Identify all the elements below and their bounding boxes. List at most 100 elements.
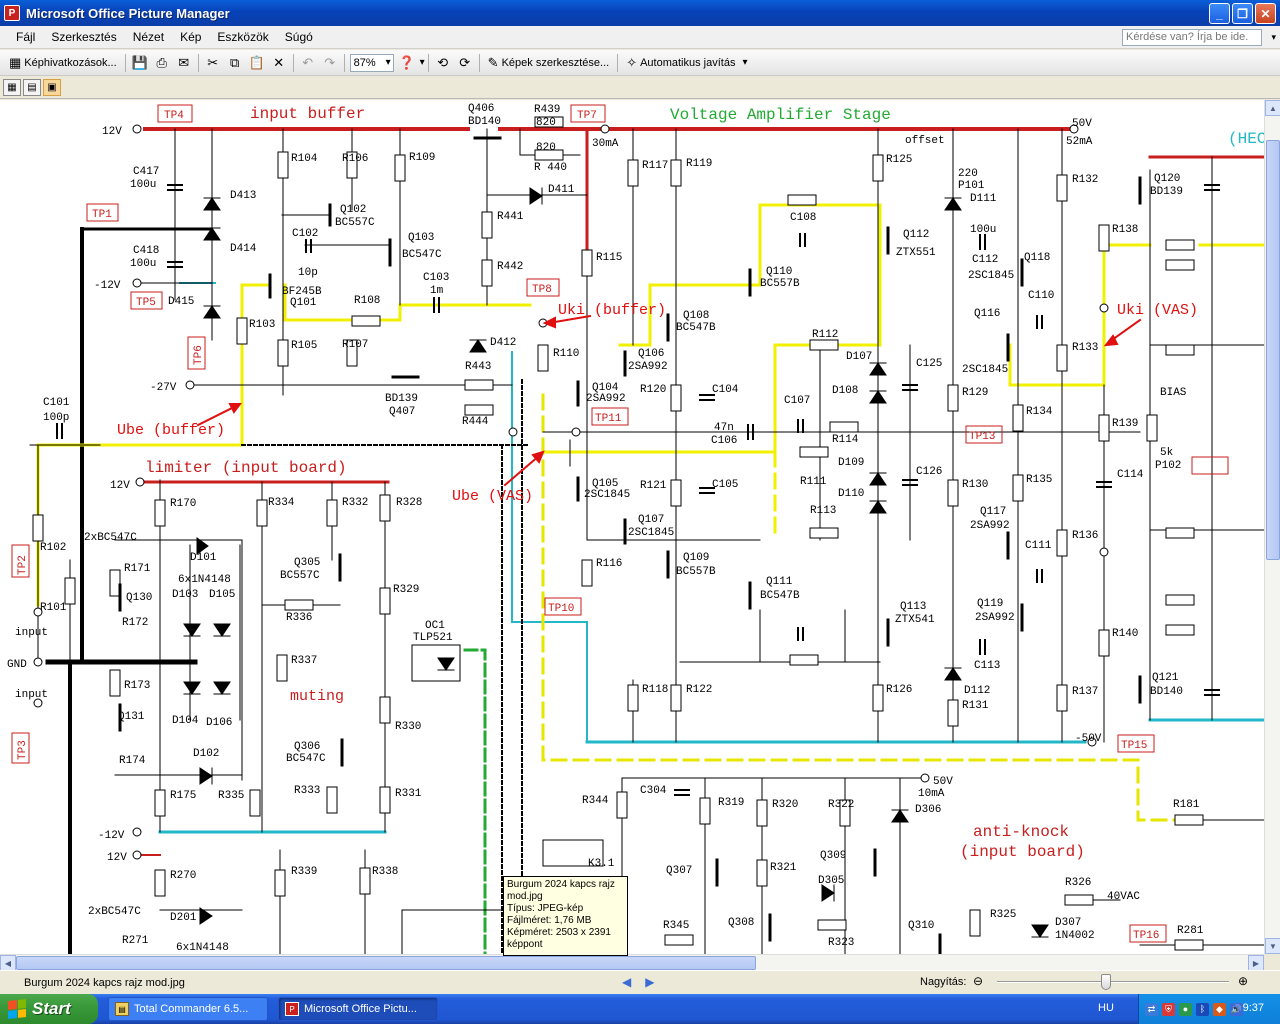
d411-label: D411 [548,184,575,196]
filmstrip-view-button[interactable]: ▤ [23,79,41,96]
p101-label: P101 [958,180,985,192]
q102-type: BC557C [335,217,375,229]
c103-label: C103 [423,272,449,284]
help-search-input[interactable]: Kérdése van? Írja be ide. [1122,29,1262,46]
update-icon[interactable]: ◆ [1213,1002,1226,1016]
maximize-button[interactable]: ❐ [1232,3,1253,24]
image-canvas[interactable]: TP4 TP7 TP8 TP1 TP5 TP6 TP2 TP3 TP10 TP1… [0,100,1264,954]
rail-minus12v-limiter-label: -12V [98,830,125,842]
menu-help[interactable]: Súgó [284,30,313,44]
horizontal-scroll-thumb[interactable] [16,956,756,970]
security-shield-icon[interactable]: ⛨ [1162,1002,1175,1016]
print-icon: ⎙ [156,54,167,70]
r331-label: R331 [395,788,422,800]
picture-shortcuts-button[interactable]: ▦ Képhivatkozások... [4,52,122,74]
p101-value: 220 [958,168,978,180]
previous-picture-icon[interactable]: ◀ [622,975,632,989]
tp11-label: TP11 [595,413,622,425]
tp6-label: TP6 [193,345,205,365]
bluetooth-icon[interactable]: ᛒ [1196,1002,1209,1016]
volume-icon[interactable]: 🔊 [1230,1002,1243,1016]
taskbar-item-picture-manager[interactable]: P Microsoft Office Pictu... [278,997,438,1021]
windows-logo-icon [8,999,26,1019]
toolbar-options-icon[interactable]: ▾ [742,57,748,68]
r116-label: R116 [596,558,622,570]
rail-12v-limiter-label: 12V [110,480,130,492]
scroll-left-icon[interactable]: ◀ [0,955,16,971]
uki-vas-label: Uki (VAS) [1117,302,1198,319]
horizontal-scrollbar[interactable]: ◀ ▶ [0,954,1264,971]
menu-file[interactable]: Fájl [16,30,36,44]
zoom-in-icon[interactable]: ⊕ [1238,974,1249,988]
auto-correct-button[interactable]: ✧ Automatikus javítás [621,52,740,74]
r320-label: R320 [772,799,798,811]
zoom-slider-track[interactable] [997,981,1229,983]
help-button[interactable]: ❓ [396,52,418,74]
help-dropdown-icon[interactable]: ▾ [1271,32,1276,42]
menu-edit[interactable]: Szerkesztés [51,30,117,44]
c304-label: C304 [640,785,667,797]
menu-picture[interactable]: Kép [180,30,202,44]
single-picture-view-button[interactable]: ▣ [43,79,61,96]
network-icon[interactable]: ⇄ [1145,1002,1158,1016]
taskbar-item-total-commander[interactable]: ▤ Total Commander 6.5... [108,997,268,1021]
paste-button[interactable]: 📋 [246,52,268,74]
menu-view[interactable]: Nézet [132,30,165,44]
language-indicator[interactable]: HU [1098,1002,1114,1014]
start-button[interactable]: Start [0,994,98,1024]
antivirus-icon[interactable]: ● [1179,1002,1192,1016]
q116-type: 2SC1845 [962,364,1008,376]
picture-navigation: ◀ ▶ [622,975,654,989]
r336-label: R336 [286,612,312,624]
q120-type: BD139 [1150,186,1183,198]
vac40-label: 40VAC [1107,891,1140,903]
save-button[interactable]: 💾 [129,52,151,74]
scroll-down-icon[interactable]: ▼ [1265,938,1280,954]
lower-diodes-label: 6x1N4148 [176,942,229,954]
next-picture-icon[interactable]: ▶ [645,975,655,989]
delete-button[interactable]: ✕ [268,52,290,74]
close-button[interactable]: ✕ [1255,3,1276,24]
d106-label: D106 [206,717,232,729]
scroll-right-icon[interactable]: ▶ [1248,955,1264,971]
k31-label: K3.1 [588,858,615,870]
r330-label: R330 [395,721,421,733]
menu-tools[interactable]: Eszközök [217,30,269,44]
q307-label: Q307 [666,865,692,877]
r339-label: R339 [291,866,317,878]
tp5-label: TP5 [136,297,156,309]
toolbar-options-icon[interactable]: ▾ [419,57,425,68]
vertical-scroll-thumb[interactable] [1266,140,1280,560]
copy-button[interactable]: ⧉ [224,52,246,74]
total-commander-icon: ▤ [115,1002,129,1016]
scroll-up-icon[interactable]: ▲ [1265,100,1280,116]
current-52ma-label: 52mA [1066,136,1093,148]
rail-12v-label: 12V [102,126,122,138]
r136-label: R136 [1072,530,1098,542]
rotate-left-button[interactable]: ⟲ [432,52,454,74]
window-controls: _ ❐ ✕ [1209,3,1276,24]
r113-label: R113 [810,505,836,517]
print-button[interactable]: ⎙ [151,52,173,74]
cut-icon: ✂ [207,54,219,70]
picture-manager-icon: P [4,5,20,21]
save-icon: 💾 [131,54,148,70]
current-10ma-label: 10mA [918,788,945,800]
email-button[interactable]: ✉ [173,52,195,74]
tp7-label: TP7 [577,110,597,122]
title-bar[interactable]: P Microsoft Office Picture Manager _ ❐ ✕ [0,0,1280,26]
zoom-out-icon[interactable]: ⊖ [973,974,984,988]
rail-minus50v-label: -50V [1075,733,1102,745]
zoom-select[interactable]: 87% [349,53,394,72]
cut-button[interactable]: ✂ [202,52,224,74]
thumbnail-view-button[interactable]: ▦ [3,79,21,96]
undo-button[interactable]: ↶ [297,52,319,74]
zoom-slider-thumb[interactable] [1101,974,1112,990]
minimize-button[interactable]: _ [1209,3,1230,24]
redo-button[interactable]: ↷ [319,52,341,74]
edit-pictures-button[interactable]: ✎ Képek szerkesztése... [483,52,615,74]
gnd-label: GND [7,659,27,671]
rotate-right-button[interactable]: ⟳ [454,52,476,74]
limiter-diodes-label: 6x1N4148 [178,574,231,586]
vertical-scrollbar[interactable]: ▲ ▼ [1264,100,1280,954]
